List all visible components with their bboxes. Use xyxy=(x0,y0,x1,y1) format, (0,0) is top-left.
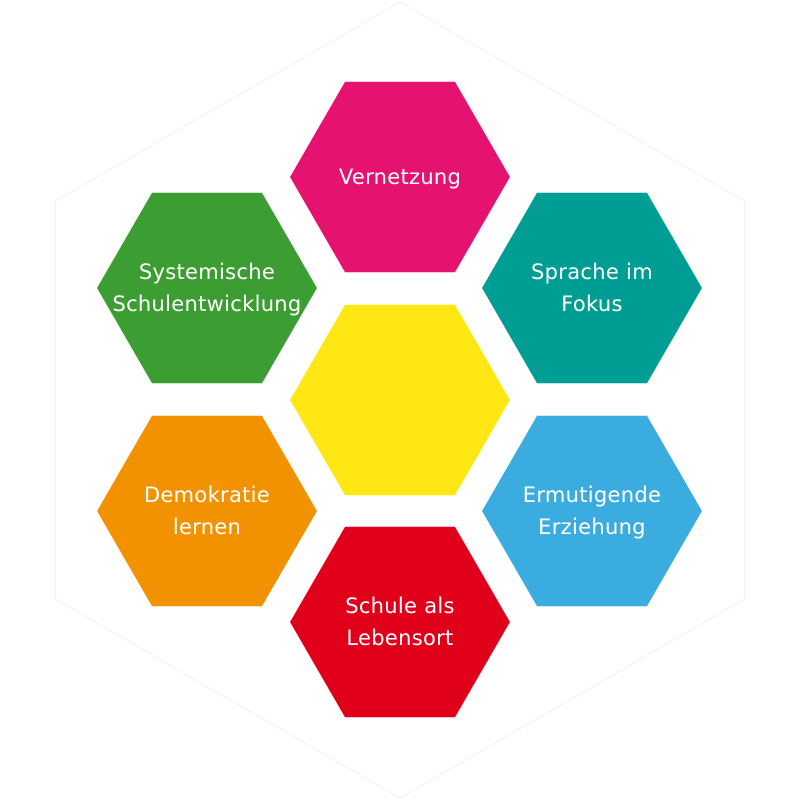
hexagon-sprache: Sprache im Fokus xyxy=(482,192,702,384)
hexagon-demokratie-label-line: Demokratie xyxy=(144,483,270,507)
hexagon-sprache-shape xyxy=(482,192,702,384)
hexagon-demokratie-label-line: lernen xyxy=(173,515,241,539)
hexagon-sprache-label-line: Fokus xyxy=(561,292,622,316)
hexagon-vernetzung-shape xyxy=(290,81,510,273)
hexagon-demokratie-shape xyxy=(97,415,317,607)
hexagon-ermutigende-label-line: Erziehung xyxy=(538,515,646,539)
hexagon-vernetzung-label-line: Vernetzung xyxy=(339,165,461,189)
hexagon-systemische-shape xyxy=(97,192,317,384)
hexagon-schule-label-line: Lebensort xyxy=(346,626,453,650)
hexagon-systemische-label-line: Systemische xyxy=(139,260,275,284)
hexagon-ermutigende-shape xyxy=(482,415,702,607)
hexagon-sprache-label-line: Sprache im xyxy=(531,260,653,284)
hexagon-ermutigende-label-line: Ermutigende xyxy=(523,483,661,507)
hexagon-systemische-label-line: Schulentwicklung xyxy=(112,292,301,316)
hexagon-vernetzung: Vernetzung xyxy=(290,81,510,273)
hexagon-schule-label-line: Schule als xyxy=(345,594,455,618)
hexagon-schule-shape xyxy=(290,526,510,718)
hexagon-demokratie: Demokratie lernen xyxy=(97,415,317,607)
hexagon-center-shape xyxy=(290,304,510,496)
hexagon-center xyxy=(290,304,510,496)
